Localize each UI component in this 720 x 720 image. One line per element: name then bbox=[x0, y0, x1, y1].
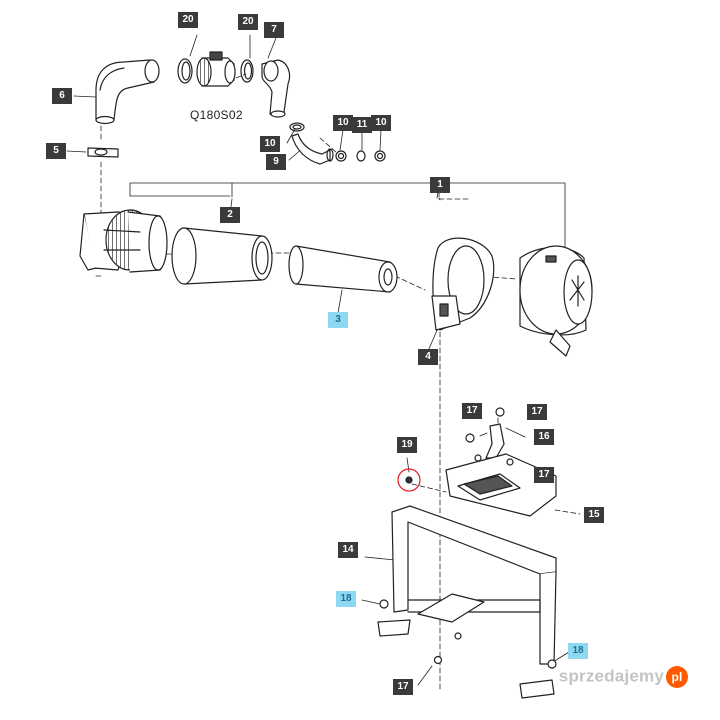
part-15-mounting-plate bbox=[445, 453, 557, 517]
callout-3: 3 bbox=[328, 312, 348, 328]
callout-18: 18 bbox=[336, 591, 356, 607]
part-20-clamps bbox=[177, 58, 254, 84]
part-q180s02-coupling bbox=[196, 51, 236, 87]
callout-17: 17 bbox=[393, 679, 413, 695]
callout-6: 6 bbox=[52, 88, 72, 104]
callout-20: 20 bbox=[178, 12, 198, 28]
callout-19: 19 bbox=[397, 437, 417, 453]
leader-lines bbox=[66, 34, 570, 686]
callout-1: 1 bbox=[430, 177, 450, 193]
part-4-mounting-band bbox=[431, 237, 495, 331]
part-3-safety-filter-element bbox=[288, 245, 398, 293]
watermark-brand: sprzedajemy bbox=[558, 666, 664, 686]
part-19-bolt bbox=[397, 468, 421, 492]
callout-16: 16 bbox=[534, 429, 554, 445]
callout-11: 11 bbox=[352, 117, 372, 133]
callout-9: 9 bbox=[266, 154, 286, 170]
part-5-connector bbox=[87, 147, 119, 158]
part-14-support-frame bbox=[377, 505, 557, 699]
callout-10: 10 bbox=[260, 136, 280, 152]
part-1-housing-cap bbox=[519, 245, 593, 357]
part-7-reducer-hose bbox=[261, 59, 291, 118]
part-2-filter-housing-inlet bbox=[79, 209, 168, 273]
part-10-11-clamps bbox=[335, 150, 386, 162]
callout-2: 2 bbox=[220, 207, 240, 223]
callout-10: 10 bbox=[371, 115, 391, 131]
callout-17: 17 bbox=[462, 403, 482, 419]
callout-4: 4 bbox=[418, 349, 438, 365]
callout-15: 15 bbox=[584, 507, 604, 523]
part-6-elbow-hose bbox=[95, 59, 160, 125]
part-9-small-hose bbox=[289, 122, 334, 165]
callout-5: 5 bbox=[46, 143, 66, 159]
callout-17: 17 bbox=[534, 467, 554, 483]
callout-17: 17 bbox=[527, 404, 547, 420]
watermark-badge: pl bbox=[666, 666, 688, 688]
callout-20: 20 bbox=[238, 14, 258, 30]
callout-7: 7 bbox=[264, 22, 284, 38]
dashed-axis-lines bbox=[94, 73, 581, 691]
part-code-label: Q180S02 bbox=[190, 108, 243, 122]
part-2-main-filter-element bbox=[171, 227, 273, 285]
callout-10: 10 bbox=[333, 115, 353, 131]
callout-18: 18 bbox=[568, 643, 588, 659]
callout-14: 14 bbox=[338, 542, 358, 558]
